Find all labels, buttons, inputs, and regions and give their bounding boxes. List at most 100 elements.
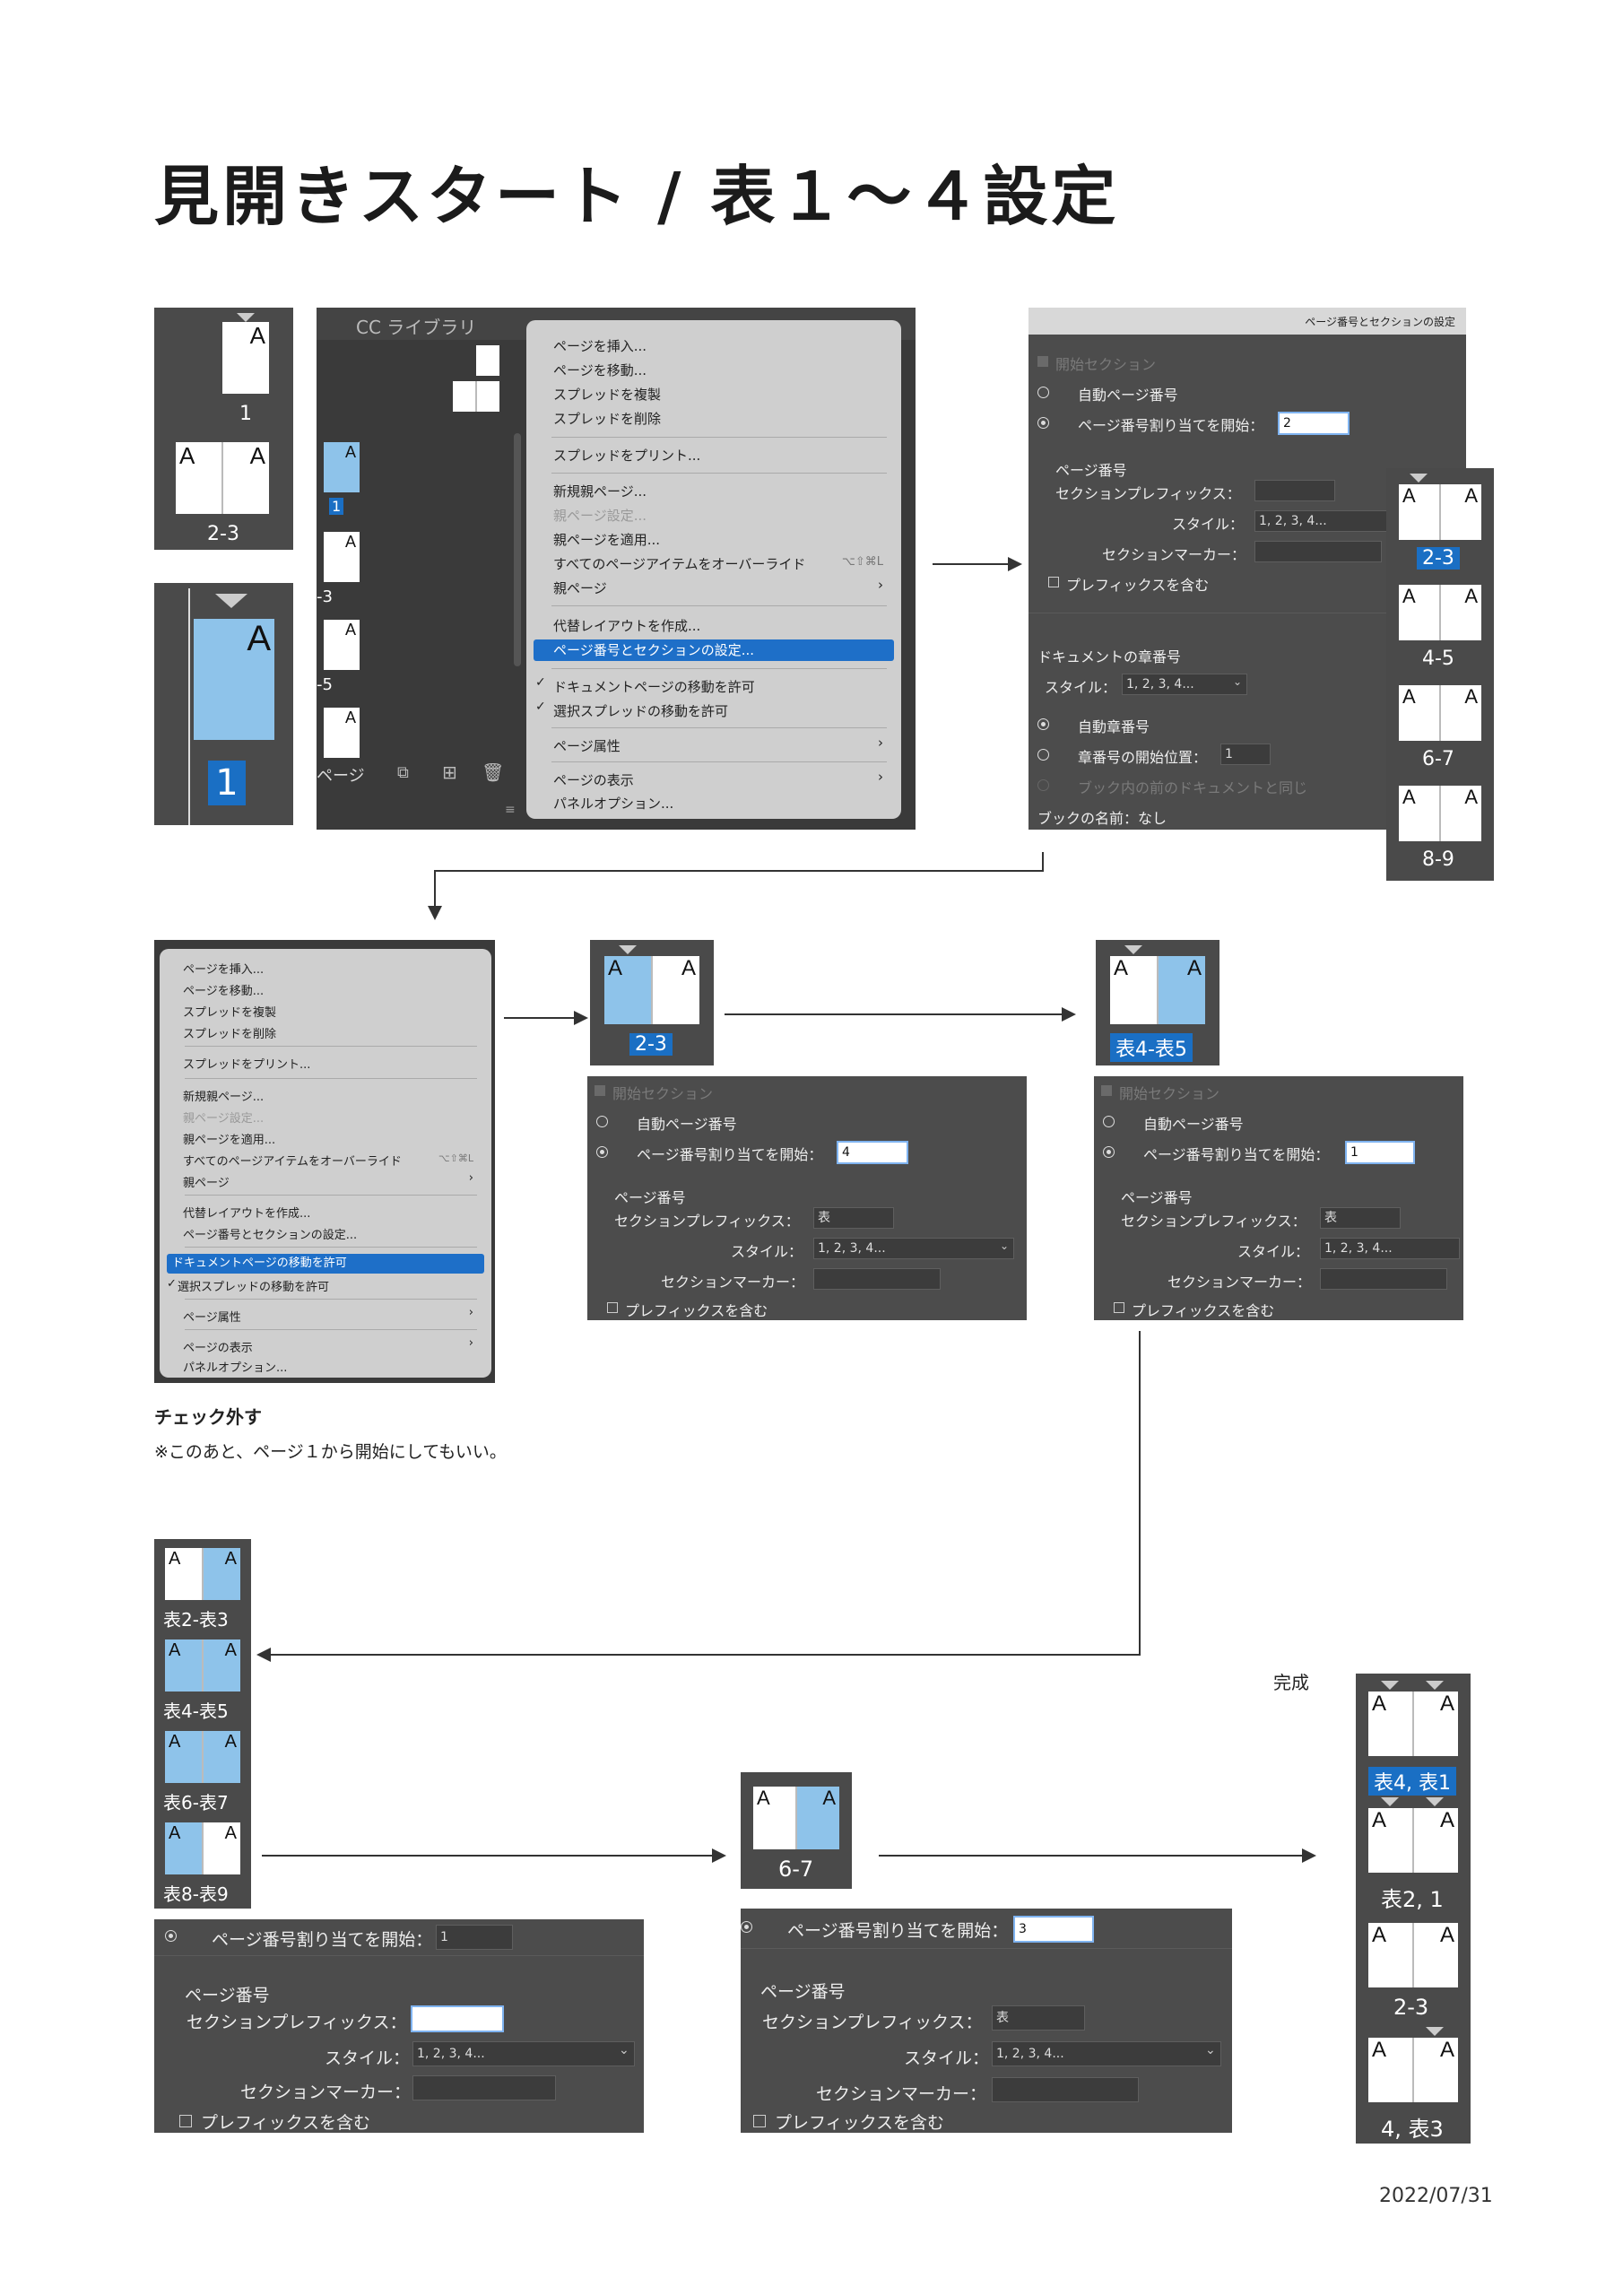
start-page-radio[interactable] — [1037, 417, 1049, 429]
chapter-style-select[interactable]: 1, 2, 3, 4... — [1122, 674, 1247, 695]
page-size-icon[interactable]: ⧉ — [397, 763, 409, 782]
section-marker-input[interactable] — [412, 2075, 556, 2100]
menu-item-new-parent[interactable]: 新規親ページ... — [183, 1091, 265, 1104]
page-thumb-selected[interactable]: A — [324, 442, 360, 492]
same-as-prev-radio[interactable] — [1037, 779, 1049, 791]
trash-icon[interactable]: 🗑 — [482, 761, 505, 783]
style-select[interactable]: 1, 2, 3, 4... — [412, 2041, 635, 2066]
menu-item-page-attributes[interactable]: ページ属性 — [553, 738, 621, 754]
start-page-input[interactable]: 3 — [1013, 1916, 1094, 1943]
checkmark-icon: ✓ — [535, 675, 546, 690]
section-marker-input[interactable] — [992, 2077, 1139, 2102]
start-page-input[interactable]: 4 — [837, 1141, 908, 1164]
style-select[interactable]: 1, 2, 3, 4... — [813, 1238, 1014, 1259]
page-thumb[interactable]: A — [324, 620, 360, 670]
menu-item-override-all[interactable]: すべてのページアイテムをオーバーライド — [553, 556, 806, 572]
chapter-start-radio[interactable] — [1037, 749, 1049, 761]
menu-item-parent-pages[interactable]: 親ページ — [553, 580, 607, 596]
include-prefix-checkbox[interactable] — [607, 1302, 618, 1313]
menu-item-move-pages[interactable]: ページを移動... — [553, 362, 647, 378]
scrollbar[interactable] — [514, 433, 521, 666]
menu-item-new-parent[interactable]: 新規親ページ... — [553, 483, 647, 500]
start-page-label: ページ番号割り当てを開始： — [1078, 417, 1264, 434]
new-page-icon[interactable]: ⊞ — [442, 761, 457, 783]
style-select[interactable]: 1, 2, 3, 4... — [992, 2041, 1221, 2066]
start-page-radio[interactable] — [165, 1930, 177, 1942]
section-prefix-label: セクションプレフィックス： — [1055, 485, 1241, 502]
start-page-input[interactable]: 1 — [1345, 1141, 1415, 1164]
menu-item-numbering-section-highlighted[interactable]: ページ番号とセクションの設定... — [534, 639, 894, 661]
chapter-start-input[interactable]: 1 — [1220, 744, 1271, 765]
cc-library-tab[interactable]: CC ライブラリ — [356, 317, 477, 338]
menu-item-parent-pages[interactable]: 親ページ — [183, 1177, 230, 1190]
menu-item-allow-doc-pages-shuffle-highlighted[interactable]: ドキュメントページの移動を許可 — [167, 1254, 484, 1274]
section-prefix-input[interactable]: 表 — [992, 2005, 1085, 2031]
page-thumb[interactable]: A — [324, 708, 360, 758]
auto-chapter-radio[interactable] — [1037, 718, 1049, 730]
menu-separator — [551, 473, 887, 474]
start-section-checkbox[interactable] — [1101, 1085, 1112, 1096]
menu-item-panel-options[interactable]: パネルオプション... — [553, 796, 674, 812]
menu-item-view-pages[interactable]: ページの表示 — [553, 772, 634, 788]
menu-item-page-attributes[interactable]: ページ属性 — [183, 1311, 241, 1325]
page-thumb[interactable]: A — [324, 532, 360, 582]
menu-item-delete-spread[interactable]: スプレッドを削除 — [553, 411, 662, 427]
include-prefix-checkbox[interactable] — [1114, 1302, 1124, 1313]
menu-item-duplicate-spread[interactable]: スプレッドを複製 — [553, 387, 662, 403]
menu-item-numbering-section[interactable]: ページ番号とセクションの設定... — [183, 1229, 358, 1242]
section-prefix-input[interactable] — [411, 2005, 504, 2032]
menu-item-print-spread[interactable]: スプレッドをプリント... — [183, 1058, 311, 1072]
menu-item-alt-layout[interactable]: 代替レイアウトを作成... — [553, 618, 701, 634]
menu-item-insert-pages[interactable]: ページを挿入... — [183, 963, 265, 977]
menu-item-delete-spread[interactable]: スプレッドを削除 — [183, 1028, 277, 1041]
menu-item-parent-options[interactable]: 親ページ設定... — [553, 508, 647, 524]
section-prefix-input[interactable]: 表 — [1320, 1207, 1401, 1229]
menu-item-alt-layout[interactable]: 代替レイアウトを作成... — [183, 1207, 311, 1221]
start-page-input[interactable]: 1 — [436, 1925, 513, 1950]
menu-item-apply-parent[interactable]: 親ページを適用... — [553, 532, 661, 548]
arrow-line — [434, 870, 1044, 872]
menu-item-override-all[interactable]: すべてのページアイテムをオーバーライド — [183, 1155, 402, 1169]
section-prefix-input[interactable] — [1254, 480, 1335, 501]
start-page-radio[interactable] — [741, 1921, 752, 1933]
section-marker-input[interactable] — [1320, 1268, 1447, 1290]
uncheck-note: チェック外す — [154, 1406, 262, 1428]
include-prefix-checkbox[interactable] — [753, 2115, 766, 2127]
style-select[interactable]: 1, 2, 3, 4... — [1254, 510, 1389, 532]
pages-panel-menu: ページを挿入... ページを移動... スプレッドを複製 スプレッドを削除 スプ… — [526, 320, 901, 819]
menu-item-allow-selected-spread-shuffle[interactable]: 選択スプレッドの移動を許可 — [178, 1281, 330, 1294]
section-marker-label: セクションマーカー： — [661, 1274, 805, 1291]
menu-item-apply-parent[interactable]: 親ページを適用... — [183, 1134, 276, 1147]
checkmark-icon: ✓ — [535, 700, 546, 714]
menu-item-view-pages[interactable]: ページの表示 — [183, 1342, 253, 1355]
menu-item-allow-selected-spread-shuffle[interactable]: 選択スプレッドの移動を許可 — [553, 703, 729, 719]
menu-item-allow-doc-pages-shuffle[interactable]: ドキュメントページの移動を許可 — [553, 679, 755, 695]
start-page-radio[interactable] — [596, 1146, 608, 1158]
section-marker-input[interactable] — [1254, 541, 1382, 562]
auto-page-radio[interactable] — [1103, 1116, 1115, 1127]
auto-page-radio[interactable] — [596, 1116, 608, 1127]
page-title: 見開きスタート / 表１〜４設定 — [154, 159, 1120, 234]
auto-page-radio[interactable] — [1037, 387, 1049, 398]
start-page-radio[interactable] — [1103, 1146, 1115, 1158]
include-prefix-checkbox[interactable] — [1048, 577, 1059, 587]
section-marker-input[interactable] — [813, 1268, 941, 1290]
resize-grip-icon[interactable]: ≡ — [505, 803, 516, 817]
menu-item-parent-options[interactable]: 親ページ設定... — [183, 1112, 265, 1126]
auto-page-label: 自動ページ番号 — [1143, 1116, 1244, 1133]
menu-item-insert-pages[interactable]: ページを挿入... — [553, 338, 647, 354]
start-page-input[interactable]: 2 — [1278, 412, 1350, 435]
menu-item-panel-options[interactable]: パネルオプション... — [183, 1361, 288, 1375]
menu-item-move-pages[interactable]: ページを移動... — [183, 985, 265, 998]
start-section-checkbox[interactable] — [1037, 356, 1048, 367]
menu-item-print-spread[interactable]: スプレッドをプリント... — [553, 448, 701, 464]
section-prefix-input[interactable]: 表 — [813, 1207, 894, 1229]
start-section-checkbox[interactable] — [595, 1085, 605, 1096]
style-select[interactable]: 1, 2, 3, 4... — [1320, 1238, 1460, 1259]
include-prefix-checkbox[interactable] — [179, 2115, 192, 2127]
menu-item-duplicate-spread[interactable]: スプレッドを複製 — [183, 1006, 277, 1020]
